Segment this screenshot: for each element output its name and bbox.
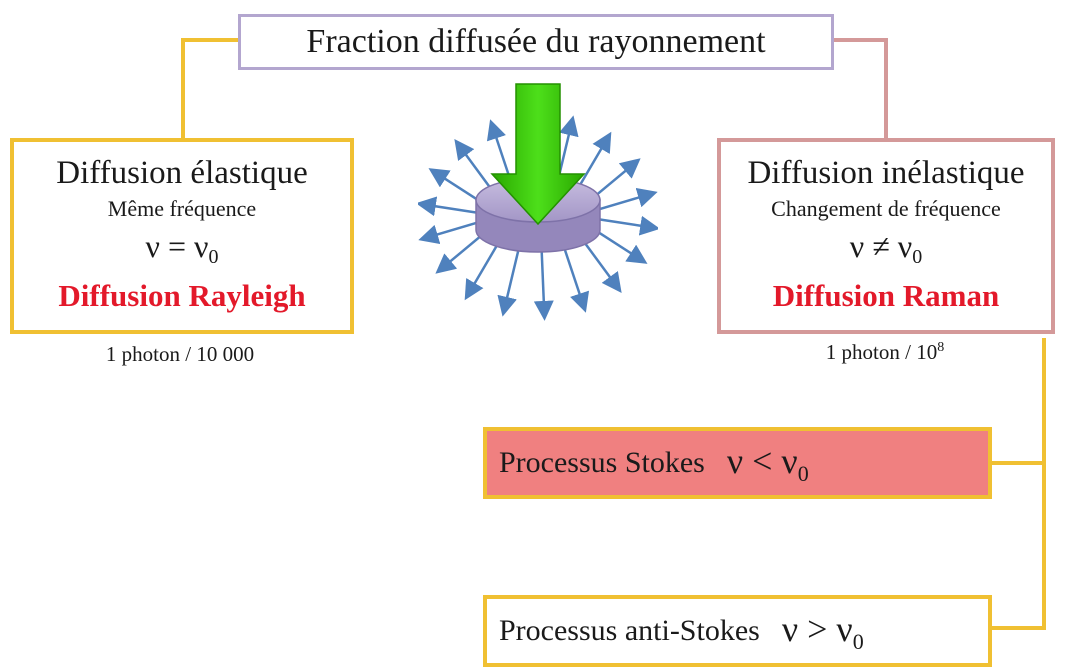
raman-probability-exponent: 8 [937,340,945,355]
scatter-ray [597,215,658,236]
anti-stokes-process-box: Processus anti-Stokes ν > ν0 [483,595,992,667]
stokes-label: Processus Stokes [499,446,705,479]
green-down-arrow-icon [490,83,586,226]
scatter-ray [533,241,554,321]
elastic-subtitle: Même fréquence [107,196,257,221]
inelastic-equation: ν ≠ ν0 [850,226,923,277]
anti-stokes-equation: ν > ν0 [782,608,864,655]
inelastic-eq-main: ν ≠ ν [849,228,913,264]
scatter-ray [418,220,480,245]
anti-stokes-eq-main: ν > ν [781,608,853,649]
inelastic-subtitle: Changement de fréquence [771,196,1001,221]
stokes-eq-main: ν < ν [726,440,798,481]
rayleigh-label: Diffusion Rayleigh [58,278,306,313]
scattering-illustration [418,83,658,321]
stokes-eq-sub: 0 [797,460,809,486]
elastic-eq-sub: 0 [208,246,219,268]
raman-label: Diffusion Raman [772,278,1000,313]
inelastic-title: Diffusion inélastique [747,155,1025,191]
inelastic-panel: Diffusion inélastique Changement de fréq… [717,138,1055,334]
anti-stokes-eq-sub: 0 [852,628,864,654]
elastic-equation: ν = ν0 [146,226,219,277]
connector-trunk [992,338,1046,630]
raman-probability-base: 1 photon / 10 [825,340,938,364]
stokes-equation: ν < ν0 [727,440,809,487]
stokes-process-box: Processus Stokes ν < ν0 [483,427,992,499]
rayleigh-probability: 1 photon / 10 000 [105,342,255,366]
scatter-ray [497,240,522,317]
inelastic-eq-sub: 0 [912,246,923,268]
diagram-title: Fraction diffusée du rayonnement [238,14,834,70]
scatter-ray [560,239,590,313]
anti-stokes-label: Processus anti-Stokes [499,614,760,647]
connector-right [834,38,888,138]
diagram-title-text: Fraction diffusée du rayonnement [306,23,766,60]
scatter-ray [418,196,479,217]
elastic-panel: Diffusion élastique Même fréquence ν = ν… [10,138,354,334]
elastic-eq-main: ν = ν [145,228,209,264]
scatter-ray [596,187,658,212]
elastic-title: Diffusion élastique [56,155,308,191]
raman-probability: 1 photon / 108 [760,340,1010,365]
connector-left [181,38,238,138]
